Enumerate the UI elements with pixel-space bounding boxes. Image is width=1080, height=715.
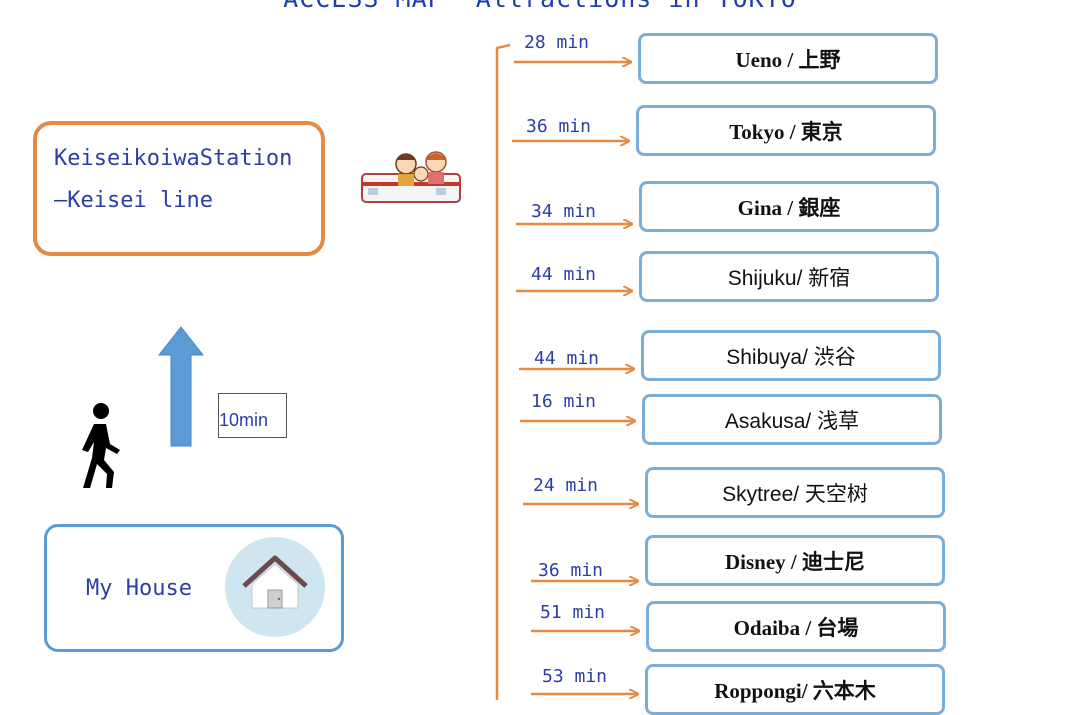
travel-time-label: 44 min <box>531 264 597 285</box>
destination-label: Tokyo / 東京 <box>729 119 843 144</box>
travel-time-label: 34 min <box>531 201 597 222</box>
destination-label: Odaiba / 台場 <box>733 615 859 640</box>
destination-label: Gina / 銀座 <box>737 195 841 220</box>
destination-label: Shijuku/ 新宿 <box>727 266 851 290</box>
destination-box: Tokyo / 東京 <box>636 105 936 156</box>
connector-lines <box>495 43 1080 700</box>
page-title: ACCESS MAP *Attractions in TOKYO <box>0 0 1080 13</box>
travel-time-label: 53 min <box>542 666 608 687</box>
destination-box: Gina / 銀座 <box>639 181 939 232</box>
up-arrow-icon <box>157 326 205 447</box>
destination-label: Roppongi/ 六本木 <box>714 678 876 703</box>
destination-label: Ueno / 上野 <box>735 47 841 72</box>
walk-time-box <box>218 393 287 438</box>
travel-time-label: 28 min <box>524 32 590 53</box>
destination-box: Odaiba / 台場 <box>646 601 946 652</box>
destination-box: Skytree/ 天空树 <box>645 467 945 518</box>
family-train-icon <box>361 151 461 203</box>
destination-box: Shibuya/ 渋谷 <box>641 330 941 381</box>
destination-label: Disney / 迪士尼 <box>724 549 865 574</box>
destination-box: Asakusa/ 浅草 <box>642 394 942 445</box>
station-box <box>33 121 325 256</box>
travel-time-label: 51 min <box>540 602 606 623</box>
station-line: —Keisei line <box>54 188 213 213</box>
walking-person-icon <box>82 403 120 488</box>
walk-time-label: 10min <box>219 410 269 430</box>
travel-time-label: 36 min <box>526 116 592 137</box>
destination-label: Asakusa/ 浅草 <box>724 409 860 433</box>
origin-label: My House <box>86 576 192 601</box>
origin-box <box>44 524 344 652</box>
destination-box: Disney / 迪士尼 <box>645 535 945 586</box>
travel-time-label: 16 min <box>531 391 597 412</box>
destination-label: Skytree/ 天空树 <box>722 482 868 506</box>
travel-time-label: 44 min <box>534 348 600 369</box>
destination-box: Ueno / 上野 <box>638 33 938 84</box>
house-icon <box>225 537 325 637</box>
station-name: KeiseikoiwaStation <box>54 146 293 171</box>
destination-box: Roppongi/ 六本木 <box>645 664 945 715</box>
trunk-line <box>495 43 511 700</box>
travel-time-label: 24 min <box>533 475 599 496</box>
destination-label: Shibuya/ 渋谷 <box>726 345 856 369</box>
destination-box: Shijuku/ 新宿 <box>639 251 939 302</box>
travel-time-label: 36 min <box>538 560 604 581</box>
